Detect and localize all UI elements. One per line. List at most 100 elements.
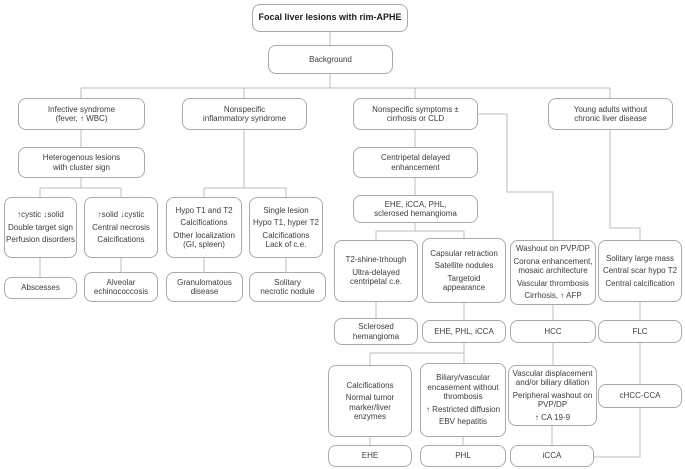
node-text-item: T2-shine-trhough — [346, 255, 407, 265]
node-text-line: Infective syndrome — [47, 104, 116, 114]
node-text-line: Calcifications — [346, 380, 394, 390]
node-text-line: marker/liver — [349, 402, 391, 412]
node-text-line: thrombosis — [443, 392, 483, 402]
node-text-line: Lack of c.e. — [265, 240, 307, 249]
node-text-line: Cirrhosis, ↑ AFP — [524, 291, 582, 301]
node-text-item: Calcifications — [346, 381, 393, 391]
node-hcc: HCC — [510, 320, 596, 343]
node-text-line: Heterogenous lesions — [42, 153, 121, 162]
node-text-item: ↑solid ↓cystic — [98, 210, 145, 220]
node-text-item: EBV hepatitis — [439, 417, 487, 427]
node-text-line: iCCA — [542, 451, 562, 461]
node-text-line: enzymes — [353, 412, 386, 421]
node-text-line: EHE — [361, 451, 379, 461]
node-text-line: (fever, ↑ WBC) — [55, 114, 108, 123]
node-text-item: Background — [309, 55, 352, 65]
node-text-item: Capsular retraction — [430, 249, 498, 259]
node-ehe-phl-icca: EHE, PHL, iCCA — [422, 320, 506, 343]
node-text-item: Calcifications — [180, 218, 227, 228]
node-text-line: Nonspecific symptoms ± — [372, 104, 459, 114]
node-text-line: Vascular thrombosis — [517, 278, 589, 288]
node-text-line: Capsular retraction — [430, 248, 498, 258]
node-text-line: hemangioma — [352, 331, 400, 341]
node-text-line: FLC — [632, 326, 648, 336]
node-text-item: Satellite nodules — [435, 261, 494, 271]
node-text-item: Solitary large mass — [606, 254, 674, 264]
node-nonspecific-symptoms: Nonspecific symptoms ±cirrhosis or CLD — [353, 98, 478, 130]
node-text-item: FLC — [632, 327, 647, 337]
connector-segment — [594, 408, 641, 458]
node-text-item: Cirrhosis, ↑ AFP — [524, 291, 581, 301]
node-text-line: Nonspecific — [223, 104, 266, 114]
node-text-item: EHE, PHL, iCCA — [434, 327, 494, 337]
node-text-line: Central necrosis — [92, 222, 150, 232]
node-text-line: Hypo T1, hyper T2 — [253, 218, 319, 227]
node-text-line: cHCC-CCA — [619, 391, 661, 401]
node-flc: FLC — [598, 320, 682, 343]
node-text-item: ↑ Restricted diffusion — [426, 405, 500, 415]
node-text-line: enhancement — [391, 162, 440, 172]
connector-segment — [478, 113, 554, 240]
node-text-line: Targetoid — [447, 273, 481, 283]
node-text-item: EHE, iCCA, PHL,sclerosed hemangioma — [374, 200, 457, 219]
node-text-line: Normal tumor — [345, 393, 395, 402]
node-text-line: centripetal c.e. — [349, 277, 403, 287]
node-text-line: Abscesses — [21, 283, 60, 293]
node-text-line: inflammatory syndrome — [202, 114, 287, 123]
node-text-line: with cluster sign — [53, 162, 110, 172]
node-text-line: Double target sign — [8, 222, 73, 232]
node-text-item: iCCA — [543, 451, 562, 461]
node-text-line: ↑ CA 19-9 — [534, 412, 571, 422]
node-text-line: necrotic nodule — [260, 287, 315, 296]
node-text-item: Central scar hypo T2 — [603, 266, 677, 276]
node-text-item: EHE — [362, 451, 378, 461]
node-text-line: Sclerosed — [358, 322, 394, 331]
node-text-item: Double target sign — [8, 223, 73, 233]
node-abscesses: Abscesses — [4, 277, 77, 299]
node-text-item: ↑cystic ↓solid — [17, 210, 64, 220]
node-text-item: ↑ CA 19-9 — [535, 413, 570, 423]
node-text-line: Background — [309, 54, 352, 64]
node-text-line: Vascular displacement — [512, 368, 593, 378]
node-text-item: HCC — [544, 327, 561, 337]
node-text-item: Central necrosis — [92, 223, 150, 233]
node-root: Focal liver lesions with rim-APHE — [252, 4, 408, 32]
node-text-item: Washout on PVP/DP — [516, 244, 590, 254]
node-text-item: cHCC-CCA — [620, 391, 661, 401]
node-text-line: Central calcification — [605, 278, 675, 288]
node-text-line: Ultra-delayed — [352, 267, 400, 277]
node-text-line: Calcifications — [180, 218, 228, 227]
node-text-line: PVP/DP — [537, 400, 568, 410]
node-text-line: Solitary — [274, 277, 301, 287]
node-icca: iCCA — [510, 445, 594, 467]
node-text-line: Other localization — [173, 230, 235, 240]
node-text-line: Granulomatous — [177, 277, 232, 287]
node-text-item: Vascular thrombosis — [517, 279, 589, 289]
node-text-line: ↑solid ↓cystic — [97, 210, 145, 220]
node-text-line: encasement without — [427, 382, 499, 392]
node-text-line: Young adults without — [573, 104, 648, 114]
node-text-item: Single lesion — [263, 206, 308, 216]
node-text-line: Calcifications — [262, 230, 310, 240]
node-text-line: T2-shine-trhough — [345, 255, 407, 265]
